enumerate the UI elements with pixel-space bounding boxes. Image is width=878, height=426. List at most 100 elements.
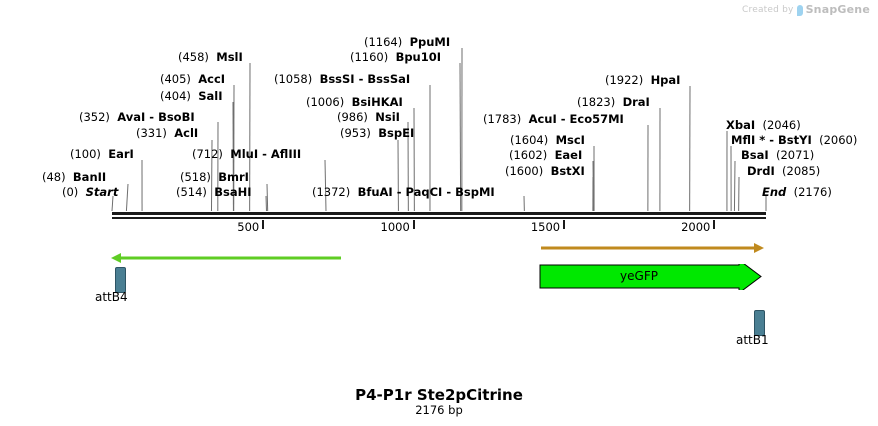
site-position: (0) [62,185,79,199]
enzyme-site-label[interactable]: (514) BsaHI [176,186,252,198]
ruler-tick [713,220,716,229]
enzyme-name: BsiHKAI [351,95,403,109]
enzyme-name: MscI [555,133,585,147]
ruler-tick-label: 2000 [681,220,711,234]
enzyme-name: BstYI [778,133,812,147]
enzyme-site-label[interactable]: MflI * - BstYI (2060) [731,134,857,146]
ruler-tick-label: 1500 [530,220,561,234]
enzyme-site-label[interactable]: (1823) DraI [577,96,650,108]
enzyme-site-label[interactable]: (48) BanII [42,171,106,183]
site-enzyme-names: MslI [216,50,243,64]
site-position: (1006) [306,95,345,109]
site-enzyme-names: SalI [198,89,222,103]
site-position: (2085) [782,164,821,178]
enzyme-site-label[interactable]: (352) AvaI - BsoBI [79,111,195,123]
site-position: (1783) [483,112,522,126]
enzyme-site-label[interactable]: (1922) HpaI [605,74,680,86]
enzyme-site-label[interactable]: (405) AccI [160,73,225,85]
orf-arrow[interactable] [110,250,345,266]
site-position: (352) [79,110,110,124]
enzyme-name-separator: - [556,112,570,126]
enzyme-name: SalI [198,89,223,103]
enzyme-site-label[interactable]: (1058) BssSI - BssSaI [274,73,410,85]
enzyme-name: AccI [198,72,226,86]
site-enzyme-names: AvaI - BsoBI [117,110,194,124]
enzyme-name-separator: - [765,133,779,147]
enzyme-name: HpaI [650,73,681,87]
enzyme-site-label[interactable]: XbaI (2046) [726,119,801,131]
site-enzyme-names: BsaI [741,148,769,162]
site-position: (331) [136,126,167,140]
site-position: (2176) [793,185,832,199]
snapgene-logo-icon [796,5,803,16]
enzyme-site-label[interactable]: End (2176) [762,186,832,198]
enzyme-site-label[interactable]: (458) MslI [178,51,243,63]
enzyme-name: BspEI [378,126,415,140]
leader-line [324,159,327,212]
enzyme-site-label[interactable]: (712) MluI - AflIII [192,148,301,160]
enzyme-site-label[interactable]: (953) BspEI [340,127,414,139]
enzyme-name: DraI [622,95,650,109]
enzyme-site-label[interactable]: (0) Start [62,186,118,198]
site-position: (2071) [775,148,815,162]
enzyme-site-label[interactable]: (1602) EaeI [509,149,582,161]
enzyme-site-label[interactable]: (1372) BfuAI - PaqCI - BspMI [312,186,495,198]
gene-arrow-yegfp[interactable] [539,264,763,290]
snapgene-watermark: Created by SnapGene [742,3,870,16]
enzyme-site-label[interactable]: (986) NsiI [337,111,400,123]
enzyme-name-separator: - [354,72,368,86]
enzyme-site-label[interactable]: BsaI (2071) [741,149,814,161]
enzyme-name: DrdI [747,164,775,178]
feature-site-attb4[interactable] [115,267,126,293]
enzyme-site-label[interactable]: (1006) BsiHKAI [306,96,403,108]
site-position: (1372) [312,185,351,199]
site-enzyme-names: MflI * - BstYI [731,133,812,147]
site-enzyme-names: MluI - AflIII [230,147,301,161]
enzyme-name: NsiI [375,110,400,124]
site-position: (1164) [364,35,403,49]
enzyme-name: Bpu10I [395,50,442,64]
site-position: (1604) [510,133,549,147]
enzyme-name: MluI [230,147,259,161]
enzyme-name: AvaI [117,110,146,124]
enzyme-name: BssSI [319,72,355,86]
ruler-tick [262,220,265,229]
leader-line [266,183,269,212]
leader-line [125,183,129,212]
page-title: P4-P1r Ste2pCitrine [355,386,523,404]
enzyme-site-label[interactable]: (331) AclI [136,127,198,139]
enzyme-site-label[interactable]: (1783) AcuI - Eco57MI [483,113,624,125]
feature-site-attb1[interactable] [754,310,765,336]
orf-arrow[interactable] [540,240,766,256]
enzyme-site-label[interactable]: (100) EarI [70,148,134,160]
enzyme-name: PpuMI [409,35,451,49]
site-position: (712) [192,147,223,161]
enzyme-name: BssSaI [367,72,411,86]
enzyme-site-label[interactable]: (1600) BstXI [505,165,585,177]
site-position: (1823) [577,95,616,109]
enzyme-site-label[interactable]: (1164) PpuMI [364,36,450,48]
site-enzyme-names: Start [86,185,119,199]
enzyme-site-label[interactable]: (1160) Bpu10I [350,51,441,63]
site-position: (405) [160,72,191,86]
site-enzyme-names: EarI [108,147,134,161]
enzyme-site-label[interactable]: (404) SalI [160,90,223,102]
feature-label-attb4: attB4 [95,290,128,304]
ruler-tick-label: 1000 [380,220,410,234]
enzyme-site-label[interactable]: DrdI (2085) [747,165,820,177]
leader-line [733,160,736,212]
enzyme-site-label[interactable]: (1604) MscI [510,134,585,146]
enzyme-name: AcuI [528,112,557,126]
site-enzyme-names: End [762,185,786,199]
ruler-strand-bottom [112,216,766,219]
orf-arrow-head [111,253,121,263]
leader-line [459,62,462,212]
site-enzyme-names: NsiI [375,110,400,124]
enzyme-name: BanII [72,170,107,184]
site-enzyme-names: BsiHKAI [352,95,403,109]
enzyme-name: Eco57MI [569,112,624,126]
enzyme-site-label[interactable]: (518) BmrI [180,171,249,183]
gene-arrow-shape [539,264,762,290]
enzyme-name: MslI [216,50,243,64]
